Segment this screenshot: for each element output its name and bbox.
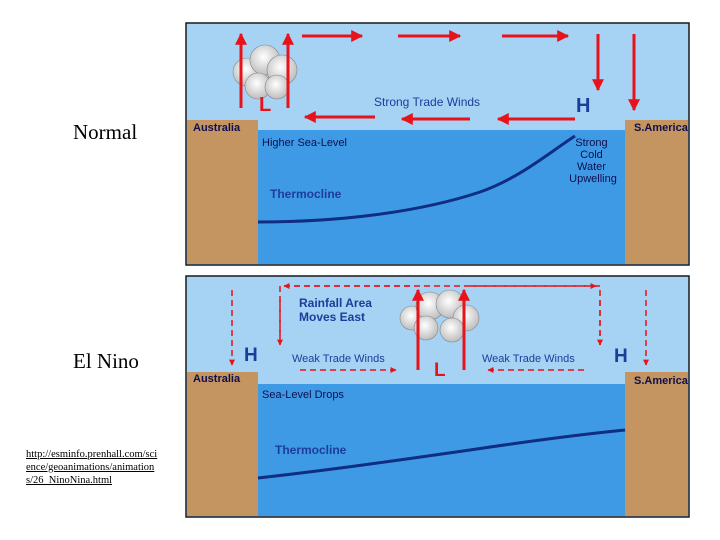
normal-s-america-label: S.America — [634, 122, 689, 134]
el-nino-thermocline-label: Thermocline — [275, 443, 347, 457]
el-nino-s-america-land — [625, 372, 688, 516]
normal-trade-winds-label: Strong Trade Winds — [374, 95, 480, 109]
el-nino-ocean — [258, 384, 625, 516]
el-nino-rainfall-label: Rainfall Area Moves East — [299, 296, 375, 324]
el-nino-australia-land — [187, 372, 258, 516]
el-nino-weak-winds-left-label: Weak Trade Winds — [292, 353, 385, 365]
el-nino-australia-label: Australia — [193, 373, 241, 385]
el-nino-s-america-label: S.America — [634, 375, 689, 387]
el-nino-sea-level-label: Sea-Level Drops — [262, 389, 344, 401]
el-nino-high-right-label: H — [614, 346, 628, 367]
el-nino-high-left-label: H — [244, 345, 258, 366]
normal-low-pressure-label: L — [259, 94, 271, 116]
el-nino-low-pressure-label: L — [434, 360, 446, 381]
normal-upwelling-label: Strong Cold Water Upwelling — [569, 137, 617, 185]
el-nino-panel: Australia S.America Rainfall Area Moves … — [185, 275, 690, 518]
normal-thermocline-label: Thermocline — [270, 187, 342, 201]
el-nino-weak-winds-right-label: Weak Trade Winds — [482, 353, 575, 365]
normal-thermocline-line — [257, 134, 576, 224]
el-nino-label: El Nino — [73, 349, 139, 373]
el-nino-thermocline-line — [257, 428, 626, 480]
normal-label: Normal — [73, 120, 138, 144]
normal-panel: Australia S.America Strong Trade Winds L… — [185, 22, 690, 266]
normal-s-america-land — [625, 120, 688, 264]
normal-high-pressure-label: H — [576, 95, 590, 117]
normal-australia-land — [187, 120, 258, 264]
normal-sea-level-label: Higher Sea-Level — [262, 137, 347, 149]
source-link[interactable]: http://esminfo.prenhall.com/science/geoa… — [26, 449, 158, 486]
normal-australia-label: Australia — [193, 122, 241, 134]
